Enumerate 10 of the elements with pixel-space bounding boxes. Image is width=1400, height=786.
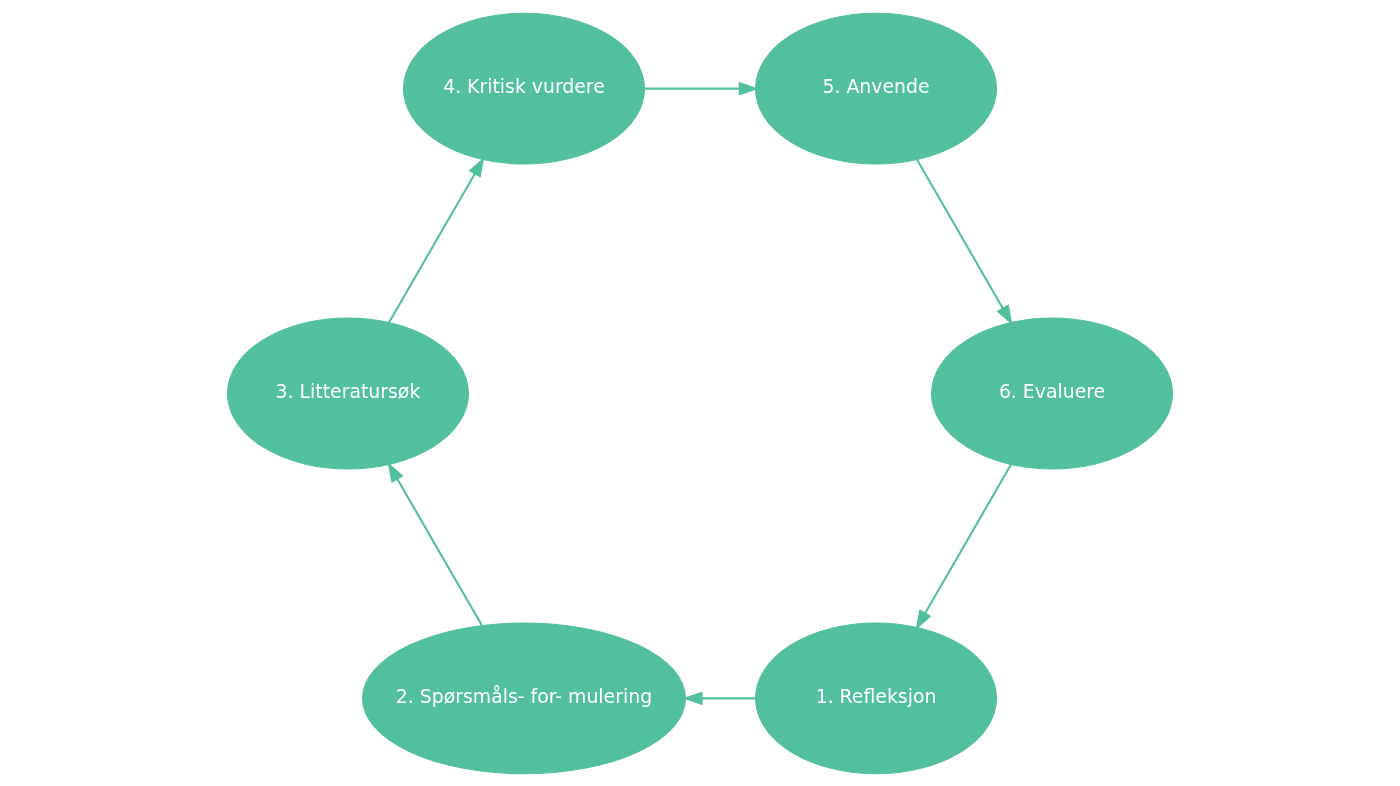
node-ellipse: 6. Evaluere bbox=[931, 317, 1174, 469]
arrow bbox=[388, 156, 485, 323]
node-ellipse: 5. Anvende bbox=[755, 12, 998, 165]
node-ellipse: 2. Spørsmåls- for- mulering bbox=[361, 621, 686, 774]
node-ellipse: 1. Refleksjon bbox=[755, 621, 998, 774]
arrow bbox=[916, 158, 1013, 325]
arrow bbox=[387, 461, 483, 626]
node-ellipse: 3. Litteratursøk bbox=[226, 317, 469, 469]
arrow bbox=[915, 463, 1012, 630]
node-ellipse: 4. Kritisk vurdere bbox=[402, 12, 645, 165]
